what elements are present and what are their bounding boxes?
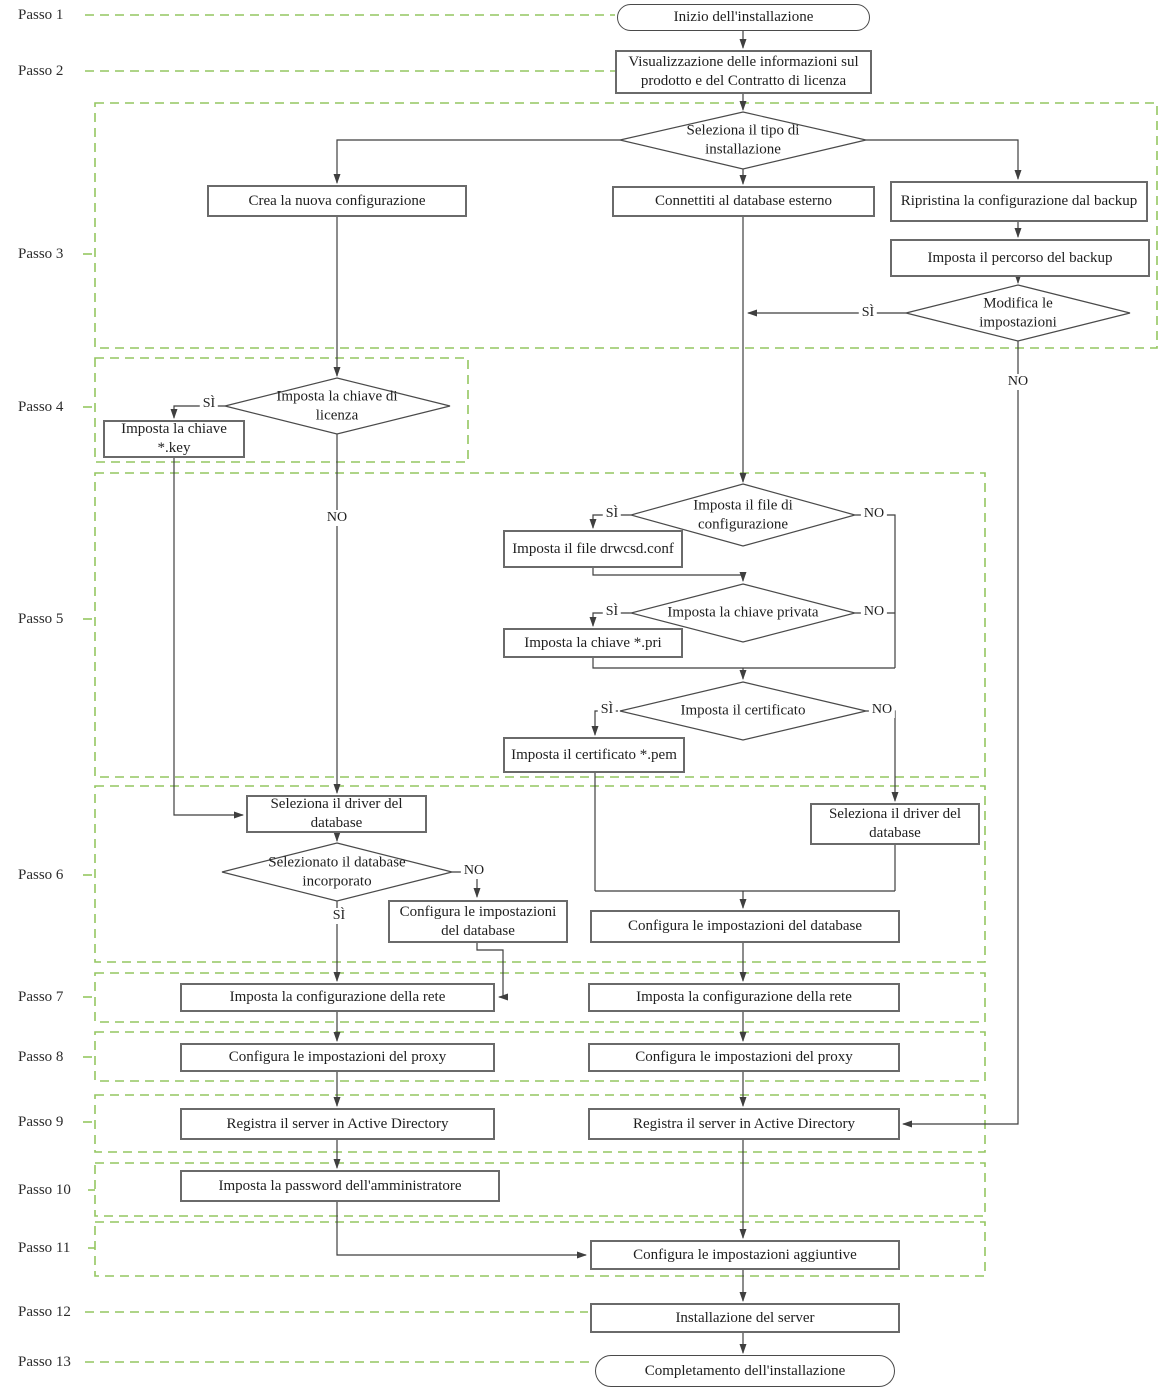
group-passo-7 <box>94 972 986 1023</box>
edge-configfile-no <box>855 514 896 668</box>
branch-yes-license-key: SÌ <box>199 396 219 412</box>
node-proxy-left: Configura le impostazioni del proxy <box>180 1043 495 1072</box>
node-admin-password: Imposta la password dell'amministratore <box>180 1170 500 1202</box>
node-product-info: Visualizzazione delle informazioni sul p… <box>615 50 872 94</box>
diamond-config-file <box>628 483 858 547</box>
node-create-config: Crea la nuova configurazione <box>207 185 467 217</box>
branch-yes-config-file: SÌ <box>602 506 622 522</box>
step-label-2: Passo 2 <box>18 63 64 79</box>
step-label-13: Passo 13 <box>18 1354 71 1370</box>
group-passo-11 <box>94 1221 986 1277</box>
node-backup-path: Imposta il percorso del backup <box>890 239 1150 277</box>
step-label-9: Passo 9 <box>18 1114 64 1130</box>
node-proxy-right: Configura le impostazioni del proxy <box>588 1043 900 1072</box>
edge-modify-no <box>902 341 1019 1128</box>
node-db-settings-right: Configura le impostazioni del database <box>590 910 900 943</box>
diamond-modify-settings <box>905 284 1131 342</box>
branch-no-license-key: NO <box>323 510 351 526</box>
node-config-file: Imposta il file drwcsd.conf <box>503 530 683 568</box>
step-label-1: Passo 1 <box>18 7 64 23</box>
branch-no-modify-settings: NO <box>1004 374 1032 390</box>
diamond-install-type <box>619 111 867 170</box>
node-additional-settings: Configura le impostazioni aggiuntive <box>590 1240 900 1270</box>
branch-no-certificate: NO <box>868 702 896 718</box>
edge-dbsettings-network-left <box>476 943 508 1001</box>
step-label-5: Passo 5 <box>18 611 64 627</box>
node-register-ad-right: Registra il server in Active Directory <box>588 1108 900 1140</box>
diamond-embedded-db <box>221 842 453 902</box>
step-label-7: Passo 7 <box>18 989 64 1005</box>
edge-password-additional <box>336 1202 587 1259</box>
group-passo-4 <box>94 357 469 463</box>
decision-diamonds <box>221 111 1131 902</box>
node-complete: Completamento dell'installazione <box>595 1355 895 1387</box>
step-label-3: Passo 3 <box>18 246 64 262</box>
branch-no-private-key: NO <box>860 604 888 620</box>
step-label-4: Passo 4 <box>18 399 64 415</box>
step-label-12: Passo 12 <box>18 1304 71 1320</box>
group-passo-10 <box>94 1162 986 1217</box>
node-db-driver-right: Seleziona il driver del database <box>810 803 980 845</box>
node-start: Inizio dell'installazione <box>617 4 870 31</box>
step-connector-dashes <box>83 14 615 1363</box>
node-certificate: Imposta il certificato *.pem <box>503 737 685 773</box>
node-server-install: Installazione del server <box>590 1303 900 1333</box>
group-passo-8 <box>94 1031 986 1082</box>
edge-key-driver <box>173 458 244 819</box>
group-passo-3 <box>94 102 1158 349</box>
branch-no-config-file: NO <box>860 506 888 522</box>
node-restore-backup: Ripristina la configurazione dal backup <box>890 181 1148 222</box>
node-network-right: Imposta la configurazione della rete <box>588 983 900 1012</box>
edge-type-restore <box>866 139 1022 180</box>
flow-lines <box>170 30 1022 1354</box>
step-label-10: Passo 10 <box>18 1182 71 1198</box>
group-passo-6 <box>94 785 986 963</box>
branch-no-embedded-db: NO <box>460 863 488 879</box>
edge-type-create <box>333 139 620 184</box>
edge-conf-privatekey <box>592 568 747 582</box>
edge-certificate-no <box>866 710 899 802</box>
node-db-driver-left: Seleziona il driver del database <box>246 795 427 833</box>
diamond-certificate <box>619 681 867 741</box>
diamond-license-key <box>224 377 451 435</box>
branch-yes-modify-settings: SÌ <box>858 305 878 321</box>
node-register-ad-left: Registra il server in Active Directory <box>180 1108 495 1140</box>
diamond-private-key <box>628 583 858 643</box>
branch-yes-private-key: SÌ <box>602 604 622 620</box>
node-db-settings-left: Configura le impostazioni del database <box>388 900 568 943</box>
step-group-outlines <box>94 102 1158 1277</box>
node-private-key: Imposta la chiave *.pri <box>503 628 683 658</box>
step-label-6: Passo 6 <box>18 867 64 883</box>
node-connect-external-db: Connettiti al database esterno <box>612 186 875 217</box>
node-license-key: Imposta la chiave *.key <box>103 420 245 458</box>
node-network-left: Imposta la configurazione della rete <box>180 983 495 1012</box>
group-passo-5 <box>94 472 986 778</box>
edge-pri-merge <box>592 658 895 669</box>
branch-yes-embedded-db: SÌ <box>329 908 349 924</box>
step-label-8: Passo 8 <box>18 1049 64 1065</box>
step-label-11: Passo 11 <box>18 1240 71 1256</box>
branch-yes-certificate: SÌ <box>597 702 617 718</box>
